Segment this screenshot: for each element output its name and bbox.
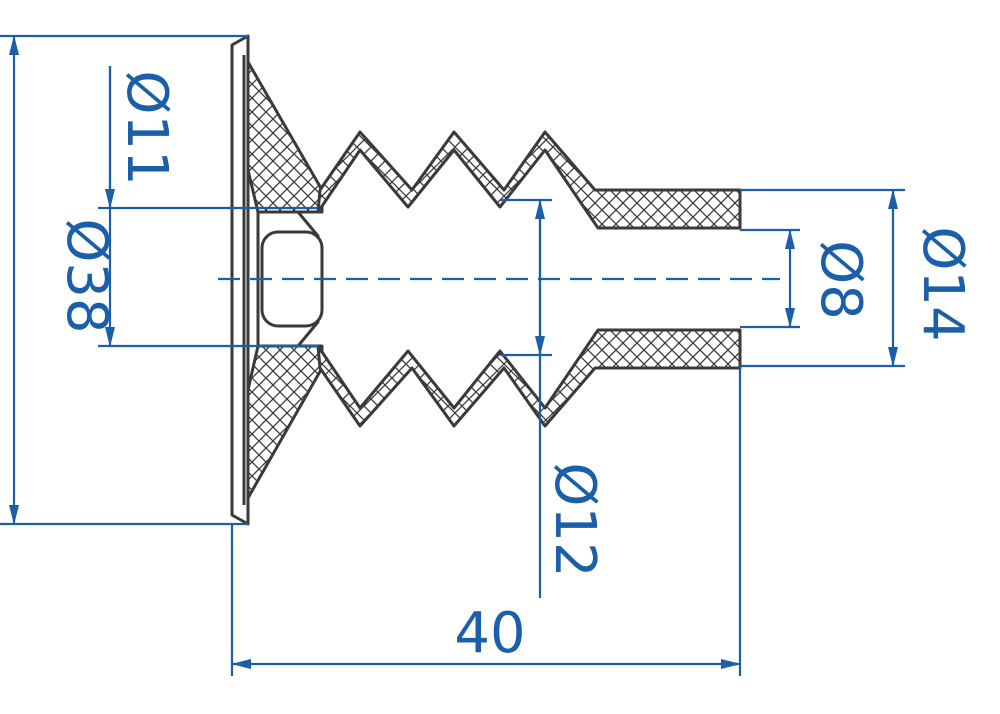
label-d14: Ø14 <box>910 226 975 341</box>
dimension-labels: Ø38 Ø11 Ø12 Ø8 Ø14 40 <box>54 70 975 666</box>
label-length: 40 <box>454 601 525 666</box>
dimension-lines <box>9 35 898 669</box>
label-d12: Ø12 <box>542 462 607 577</box>
cup-wall-upper <box>246 60 324 214</box>
label-d38: Ø38 <box>54 218 119 333</box>
label-d11: Ø11 <box>114 70 179 185</box>
cup-wall-lower <box>246 344 324 500</box>
bellows-wall-lower <box>316 328 742 428</box>
bellows-wall-upper <box>316 130 742 230</box>
label-d8: Ø8 <box>808 240 873 320</box>
